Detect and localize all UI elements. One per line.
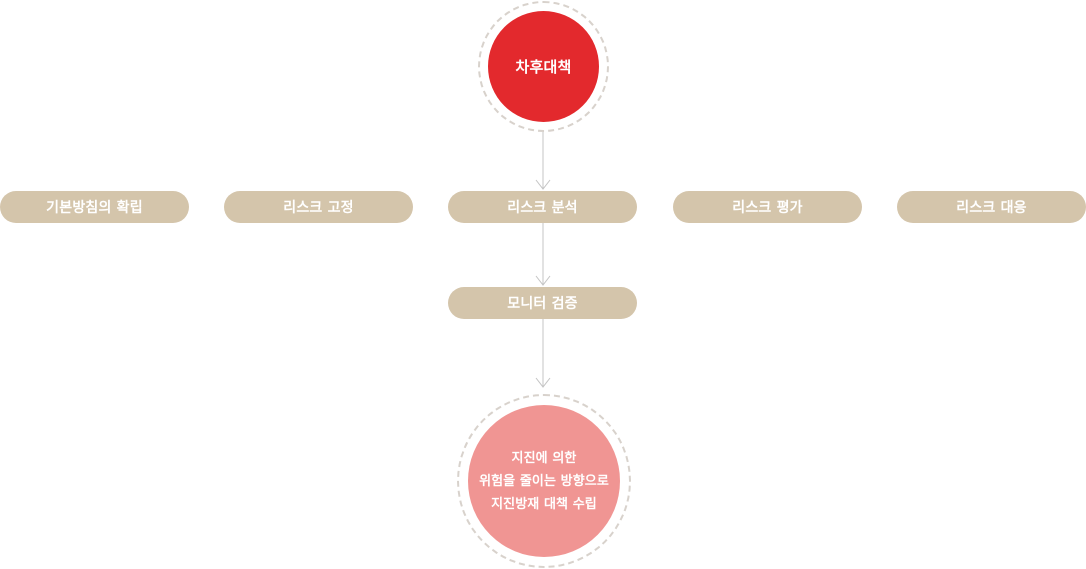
bottom-node-line-2: 위험을 줄이는 방향으로 xyxy=(479,473,609,489)
step-risk-analysis: 리스크 분석 xyxy=(448,191,637,223)
step-label: 기본방침의 확립 xyxy=(46,200,143,216)
step-risk-evaluation: 리스크 평가 xyxy=(673,191,862,223)
step-label: 리스크 고정 xyxy=(283,200,354,216)
top-node-label: 차후대책 xyxy=(515,58,572,76)
step-label: 리스크 대응 xyxy=(956,200,1027,216)
step-risk-response: 리스크 대응 xyxy=(897,191,1086,223)
monitor-label: 모니터 검증 xyxy=(507,296,578,312)
arrowhead-monitor xyxy=(535,275,551,286)
arrowhead-analysis xyxy=(535,179,551,190)
step-risk-identification: 리스크 고정 xyxy=(224,191,413,223)
step-label: 리스크 평가 xyxy=(732,200,803,216)
bottom-node-dashed-ring xyxy=(457,394,631,568)
step-label: 리스크 분석 xyxy=(507,200,578,216)
bottom-node-earthquake-plan: 지진에 의한 위험을 줄이는 방향으로 지진방재 대책 수립 xyxy=(468,405,620,557)
bottom-node-line-1: 지진에 의한 xyxy=(511,450,577,466)
top-node-dashed-ring xyxy=(478,1,609,132)
step-establish-basic-policy: 기본방침의 확립 xyxy=(0,191,189,223)
step-monitor-verification: 모니터 검증 xyxy=(448,287,637,319)
arrowhead-bottom xyxy=(535,377,551,388)
bottom-node-line-3: 지진방재 대책 수립 xyxy=(491,496,597,512)
top-node-future-measures: 차후대책 xyxy=(488,11,599,122)
